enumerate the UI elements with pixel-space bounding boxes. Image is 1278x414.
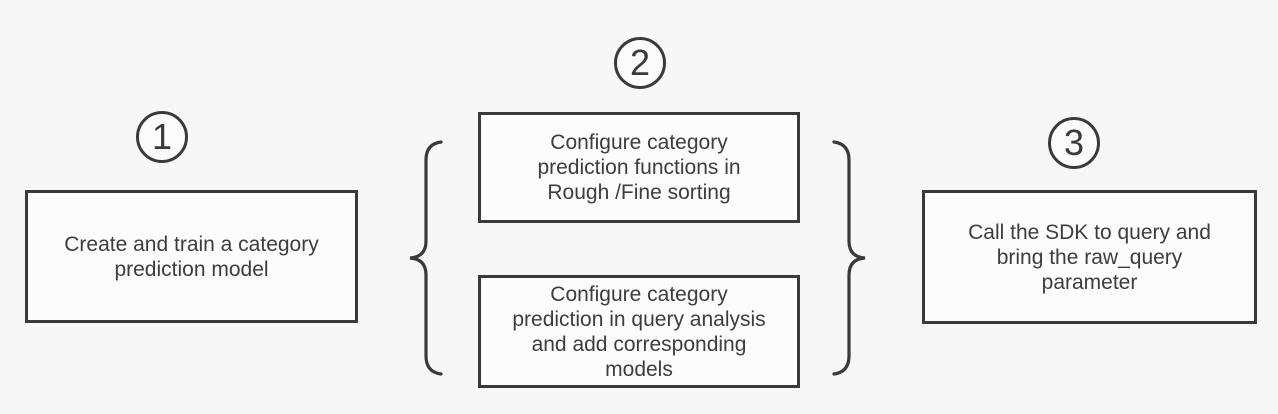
step-1-number: 1 bbox=[151, 116, 173, 157]
box-text-line: models bbox=[605, 357, 673, 381]
left-brace-icon bbox=[409, 140, 443, 376]
box-text-line: prediction functions in bbox=[537, 156, 741, 179]
step-3-number-badge: 3 bbox=[1048, 117, 1100, 169]
box-text-line: parameter bbox=[1041, 270, 1138, 294]
step-1-number-badge: 1 bbox=[136, 111, 188, 163]
step-3-number: 3 bbox=[1063, 122, 1085, 163]
box-text-line: Configure category bbox=[550, 282, 728, 306]
box-text-line: prediction model bbox=[114, 257, 269, 281]
box-text-line: Call the SDK to query and bbox=[968, 220, 1211, 244]
step-2-number: 2 bbox=[629, 42, 651, 83]
box-text-line: bring the raw_query bbox=[996, 245, 1183, 269]
step-2-number-badge: 2 bbox=[614, 37, 666, 89]
step-3-box: Call the SDK to query and bring the raw_… bbox=[922, 190, 1257, 324]
right-brace-icon bbox=[832, 140, 866, 376]
box-text-line: Rough /Fine sorting bbox=[547, 181, 731, 204]
box-text-line: prediction in query analysis bbox=[512, 307, 766, 331]
step-2-box-1: Configure category prediction functions … bbox=[478, 112, 800, 223]
box-text-line: Configure category bbox=[550, 131, 728, 154]
step-2-box-2: Configure category prediction in query a… bbox=[478, 275, 800, 388]
box-text-line: and add corresponding bbox=[531, 332, 747, 356]
step-1-box: Create and train a category prediction m… bbox=[25, 190, 358, 323]
box-text-line: Create and train a category bbox=[64, 232, 319, 256]
